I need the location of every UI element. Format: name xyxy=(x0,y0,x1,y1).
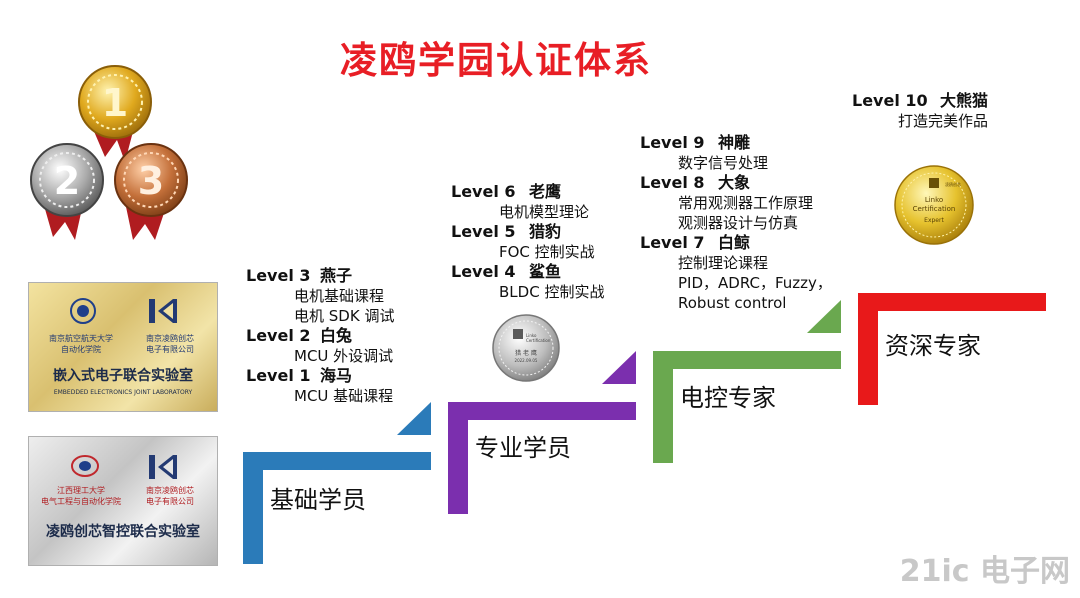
silver-medal-icon: 2 xyxy=(30,143,104,217)
svg-text:Linko: Linko xyxy=(925,196,943,204)
medals-icon: 1 2 3 xyxy=(30,65,188,240)
silver-coin-icon: Linko Certification 猎 老 鹰 2022.09.05 xyxy=(492,314,560,382)
silver-plaque-school: 江西理工大学电气工程与自动化学院 xyxy=(41,486,121,506)
silver-plaque-title: 凌鸥创芯智控联合实验室 xyxy=(46,524,200,540)
gold-medal-icon: 1 xyxy=(78,65,152,139)
page-title: 凌鸥学园认证体系 xyxy=(340,39,652,82)
bronze-medal-number: 3 xyxy=(138,159,164,203)
svg-text:Certification: Certification xyxy=(913,205,956,213)
step-label-professional: 专业学员 xyxy=(475,434,571,462)
gold-plaque-company: 南京凌鸥创芯电子有限公司 xyxy=(146,334,194,354)
step-basic xyxy=(243,402,431,564)
gold-lab-plaque: 南京航空航天大学自动化学院 南京凌鸥创芯电子有限公司 嵌入式电子联合实验室 EM… xyxy=(28,282,218,412)
university-logo-icon xyxy=(70,298,96,324)
bronze-medal-icon: 3 xyxy=(114,143,188,217)
svg-text:2022.09.05: 2022.09.05 xyxy=(515,358,538,363)
linko-logo-icon xyxy=(149,299,177,323)
svg-text:凌鸥创芯: 凌鸥创芯 xyxy=(945,181,961,187)
gold-plaque-title: 嵌入式电子联合实验室 xyxy=(53,368,193,384)
step-label-control-expert: 电控专家 xyxy=(680,384,776,412)
step-professional xyxy=(448,351,636,514)
step-control-expert xyxy=(653,300,841,463)
gold-coin-icon: 凌鸥创芯 Linko Certification Expert xyxy=(894,165,974,245)
svg-text:Expert: Expert xyxy=(924,217,944,224)
svg-text:Linko: Linko xyxy=(526,333,537,338)
gold-medal-number: 1 xyxy=(102,81,128,125)
gold-plaque-school: 南京航空航天大学自动化学院 xyxy=(49,334,113,354)
silver-plaque-company: 南京凌鸥创芯电子有限公司 xyxy=(146,486,194,506)
step-senior-expert xyxy=(858,293,1046,405)
linko-logo-icon xyxy=(149,455,177,479)
silver-lab-plaque: 江西理工大学电气工程与自动化学院 南京凌鸥创芯电子有限公司 凌鸥创芯智控联合实验… xyxy=(28,436,218,566)
svg-text:Certification: Certification xyxy=(526,338,551,343)
step-label-senior-expert: 资深专家 xyxy=(885,332,981,360)
step-label-basic: 基础学员 xyxy=(270,486,366,514)
svg-text:猎 老 鹰: 猎 老 鹰 xyxy=(515,349,537,357)
gold-plaque-subtitle: EMBEDDED ELECTRONICS JOINT LABORATORY xyxy=(53,389,193,396)
silver-medal-number: 2 xyxy=(54,159,80,203)
watermark-logo: 21ic 电子网 xyxy=(899,554,1070,589)
university-logo-icon xyxy=(71,455,99,477)
